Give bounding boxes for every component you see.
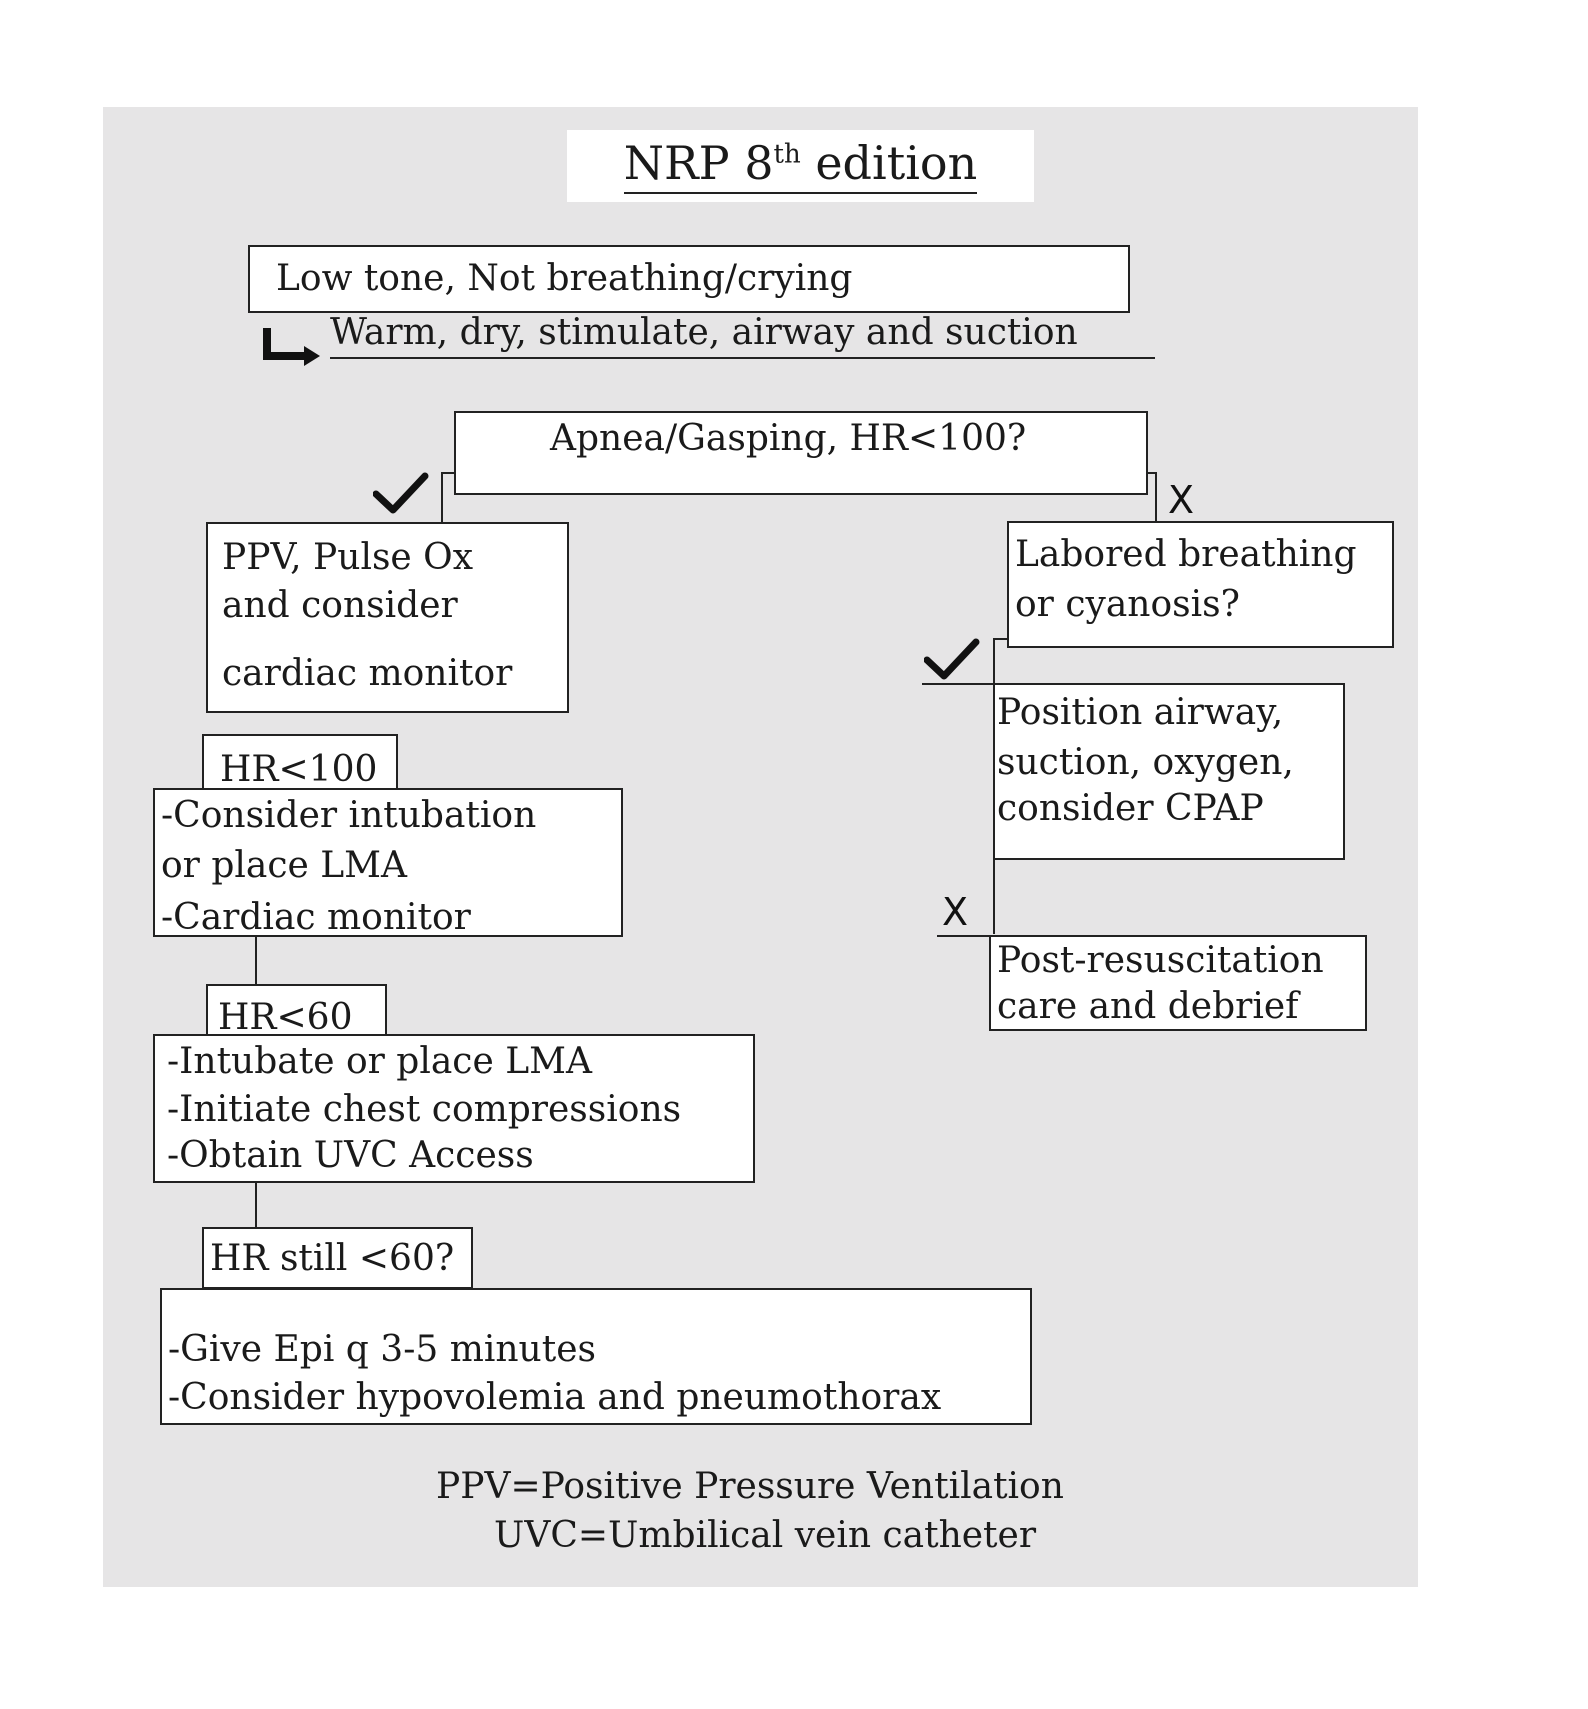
initial-steps-text: Warm, dry, stimulate, airway and suction [330, 312, 1078, 353]
post-line2: care and debrief [997, 986, 1299, 1027]
hr60-actions-box: -Intubate or place LMA -Initiate chest c… [153, 1034, 755, 1183]
question1-text: Apnea/Gasping, HR<100? [550, 418, 1027, 459]
position-line2: suction, oxygen, [997, 742, 1294, 783]
hrstill-action1: -Give Epi q 3-5 minutes [168, 1329, 596, 1370]
connector-hr100-hr60 [255, 937, 257, 985]
question1-box: Apnea/Gasping, HR<100? [454, 411, 1148, 495]
hr100-label: HR<100 [220, 749, 378, 790]
legend-ppv: PPV=Positive Pressure Ventilation [436, 1466, 1064, 1507]
hr60-label-box: HR<60 [206, 984, 387, 1038]
position-line3: consider CPAP [997, 788, 1264, 829]
post-line1: Post-resuscitation [997, 940, 1324, 981]
title-box: NRP 8th edition [567, 130, 1034, 202]
start-text: Low tone, Not breathing/crying [276, 258, 853, 299]
hrstill-label-box: HR still <60? [202, 1227, 473, 1289]
hr60-action1: -Intubate or place LMA [167, 1041, 592, 1082]
ppv-box: PPV, Pulse Ox and consider cardiac monit… [206, 522, 569, 713]
page-title: NRP 8th edition [567, 136, 1034, 194]
question2-line1: Labored breathing [1015, 534, 1357, 575]
check-icon-right [924, 638, 980, 680]
hrstill-actions-box: -Give Epi q 3-5 minutes -Consider hypovo… [160, 1288, 1032, 1425]
start-box: Low tone, Not breathing/crying [248, 245, 1130, 313]
no-mark-q2: X [942, 890, 969, 934]
elbow-arrow-icon [263, 328, 320, 366]
position-line1: Position airway, [997, 692, 1284, 733]
hrstill-action2: -Consider hypovolemia and pneumothorax [168, 1377, 942, 1418]
ppv-line1: PPV, Pulse Ox [222, 537, 473, 578]
hr100-action3: -Cardiac monitor [161, 897, 471, 938]
connector-q1-right-v [1155, 472, 1157, 522]
connector-q2-stub [993, 638, 1007, 640]
hrstill-label: HR still <60? [210, 1238, 455, 1279]
no-mark-q1: X [1168, 478, 1195, 522]
ppv-line3: cardiac monitor [222, 653, 513, 694]
post-box: Post-resuscitation care and debrief [989, 935, 1367, 1031]
hr60-label: HR<60 [218, 997, 353, 1038]
question2-line2: or cyanosis? [1015, 584, 1240, 625]
hr100-action2: or place LMA [161, 845, 408, 886]
question2-box: Labored breathing or cyanosis? [1007, 521, 1394, 648]
ppv-line2: and consider [222, 585, 458, 626]
yes-underline [922, 683, 995, 685]
hr100-actions-box: -Consider intubation or place LMA -Cardi… [153, 788, 623, 938]
hr60-action3: -Obtain UVC Access [167, 1135, 534, 1176]
legend-uvc: UVC=Umbilical vein catheter [494, 1515, 1037, 1556]
connector-q1-right [1148, 472, 1157, 474]
position-box: Position airway, suction, oxygen, consid… [993, 683, 1345, 860]
hr60-action2: -Initiate chest compressions [167, 1089, 682, 1130]
initial-steps-underline [330, 357, 1155, 359]
hr100-action1: -Consider intubation [161, 795, 537, 836]
check-icon [373, 472, 429, 514]
connector-q1-left-v [441, 472, 443, 522]
connector-hr60-hrstill [255, 1183, 257, 1228]
connector-q1-left [441, 472, 454, 474]
hr100-label-box: HR<100 [202, 734, 398, 790]
